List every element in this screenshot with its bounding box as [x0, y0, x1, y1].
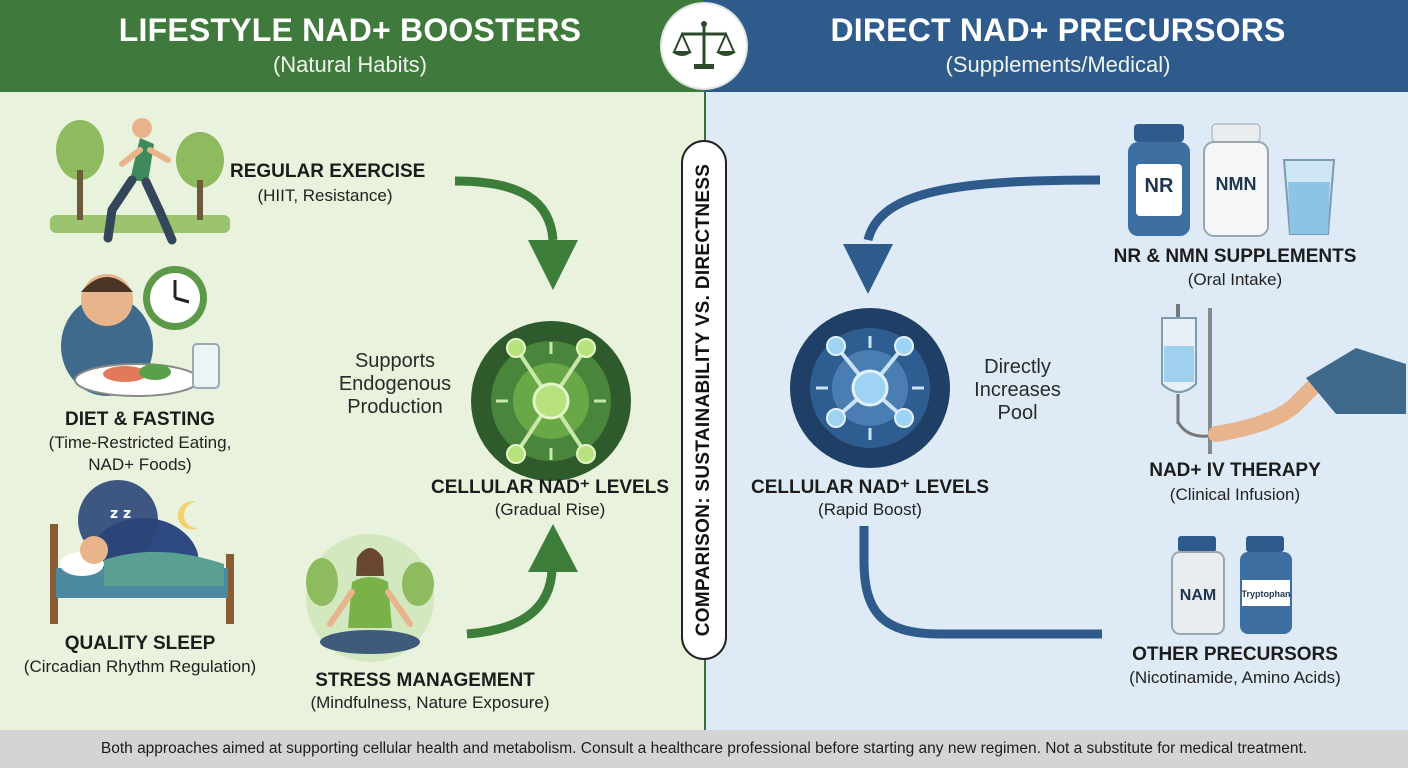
moon-icon [177, 501, 198, 530]
right-title: DIRECT NAD+ PRECURSORS [830, 12, 1286, 48]
item-diet-fasting: DIET & FASTING [65, 409, 215, 430]
item-quality-sleep-detail: (Circadian Rhythm Regulation) [23, 657, 257, 676]
arrow-head-exercise [528, 240, 578, 290]
item-quality-sleep: QUALITY SLEEP [64, 633, 216, 654]
balance-scale-icon [660, 2, 748, 90]
right-arrows [843, 175, 1102, 639]
divider-pill [681, 140, 727, 660]
svg-text:z z: z z [110, 506, 131, 522]
molecule-icon [471, 321, 631, 481]
diet-icon [61, 266, 220, 397]
left-mechanism-2: Endogenous [338, 373, 452, 395]
item-nr-nmn: NR & NMN SUPPLEMENTS [1113, 246, 1357, 267]
right-mechanism-2: Increases [974, 379, 1061, 401]
arrow-head-supplements [843, 244, 893, 294]
right-mechanism-1: Directly [984, 356, 1051, 378]
item-nad-iv: NAD+ IV THERAPY [1149, 460, 1321, 481]
footer-disclaimer: Both approaches aimed at supporting cell… [0, 730, 1408, 768]
bottle-label-nmn: NMN [1216, 174, 1257, 194]
meditation-icon [306, 534, 434, 662]
bottle-icon: NR NMN [1128, 123, 1336, 237]
item-stress-management: STRESS MANAGEMENT [315, 670, 535, 691]
molecule-icon [790, 308, 950, 468]
item-regular-exercise-detail: (HIIT, Resistance) [257, 186, 393, 205]
right-center-title: CELLULAR NAD⁺ LEVELS [750, 477, 990, 498]
runner-icon [50, 118, 230, 245]
item-diet-fasting-detail-2: NAD+ Foods) [88, 455, 192, 474]
left-header-banner [0, 0, 704, 92]
item-other-precursors-detail: (Nicotinamide, Amino Acids) [1129, 668, 1341, 687]
iv-bag-icon [1161, 304, 1406, 454]
precursor-bottles-icon: NAM Tryptophan [1171, 536, 1292, 635]
item-nr-nmn-detail: (Oral Intake) [1187, 270, 1283, 289]
right-header-banner [704, 0, 1408, 92]
left-arrows [454, 176, 578, 639]
left-center-subtitle: (Gradual Rise) [494, 500, 606, 519]
bottle-label-nr: NR [1145, 175, 1174, 197]
right-center-subtitle: (Rapid Boost) [818, 500, 922, 519]
right-subtitle: (Supplements/Medical) [945, 52, 1171, 77]
item-regular-exercise: REGULAR EXERCISE [230, 161, 426, 182]
left-title: LIFESTYLE NAD+ BOOSTERS [118, 12, 582, 48]
left-mechanism-1: Supports [354, 350, 436, 372]
bottle-label-nam: NAM [1180, 587, 1216, 604]
item-other-precursors: OTHER PRECURSORS [1132, 644, 1338, 665]
item-nad-iv-detail: (Clinical Infusion) [1169, 485, 1301, 504]
left-mechanism-3: Production [347, 396, 443, 418]
sleep-icon: z z [50, 480, 234, 624]
left-subtitle: (Natural Habits) [272, 52, 428, 77]
item-stress-management-detail: (Mindfulness, Nature Exposure) [310, 693, 550, 712]
item-diet-fasting-detail-1: (Time-Restricted Eating, [48, 433, 232, 452]
bottle-label-tryptophan: Tryptophan [1242, 589, 1291, 599]
left-center-title: CELLULAR NAD⁺ LEVELS [430, 477, 670, 498]
right-mechanism-3: Pool [997, 402, 1038, 424]
arrow-head-stress [528, 524, 578, 572]
